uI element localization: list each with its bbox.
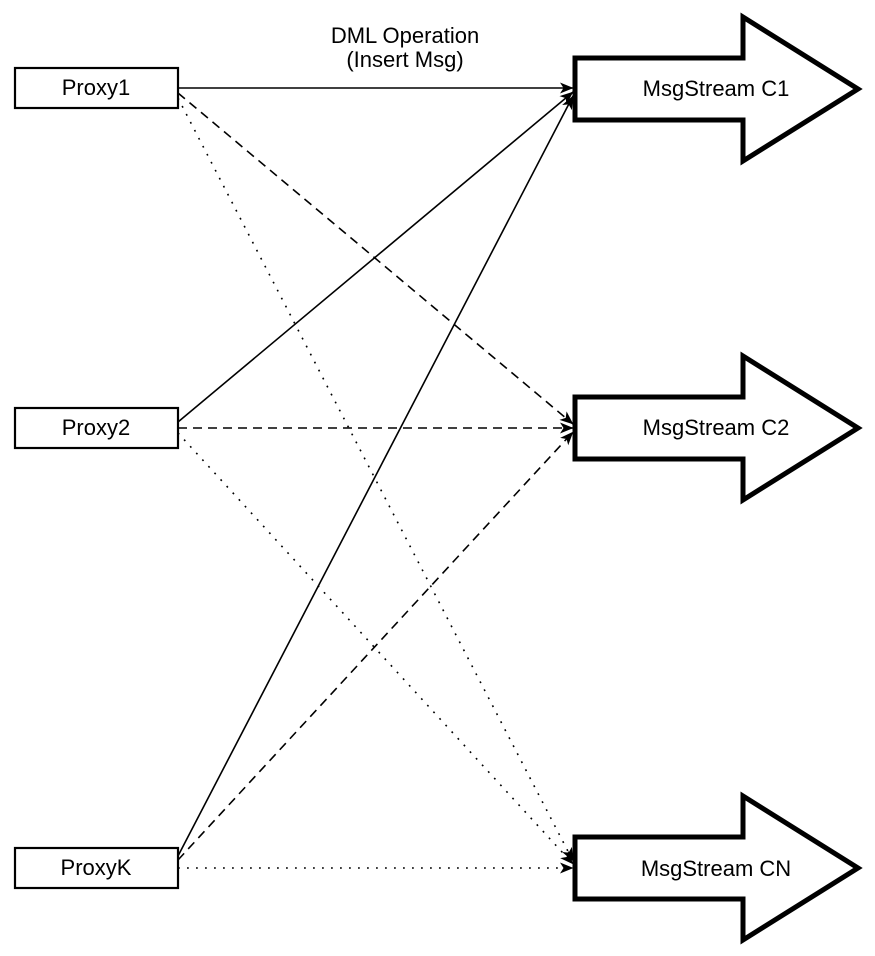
msgstream-cn-label: MsgStream CN <box>641 856 791 881</box>
connection-proxy2-cn <box>177 432 574 865</box>
proxy2-label: Proxy2 <box>62 415 130 440</box>
connection-proxy1-c2 <box>177 92 574 425</box>
msgstream-cn-arrow-shape <box>572 791 863 945</box>
diagram-labels: DML Operation (Insert Msg) Proxy1 Proxy2… <box>61 23 792 881</box>
connection-lines <box>177 82 574 874</box>
msgstream-c1-label: MsgStream C1 <box>643 76 790 101</box>
proxyk-box <box>13 846 180 890</box>
msgstream-c2-label: MsgStream C2 <box>643 415 790 440</box>
connection-proxy1-cn <box>177 97 574 862</box>
proxy1-label: Proxy1 <box>62 75 130 100</box>
proxyk-label: ProxyK <box>61 855 132 880</box>
proxy-shapes <box>13 66 180 890</box>
msgstream-c1-arrow-shape <box>572 12 863 166</box>
dml-operation-label-line1: DML Operation <box>331 23 479 48</box>
connection-proxyk-c2 <box>177 431 574 861</box>
msgstream-c2-arrow-shape <box>572 351 863 505</box>
stream-shapes <box>572 12 863 945</box>
dml-operation-label-line2: (Insert Msg) <box>346 47 463 72</box>
connection-proxyk-c1 <box>177 95 574 857</box>
proxy2-box <box>13 406 180 450</box>
connection-proxy2-c1 <box>177 91 574 423</box>
proxy1-box <box>13 66 180 110</box>
